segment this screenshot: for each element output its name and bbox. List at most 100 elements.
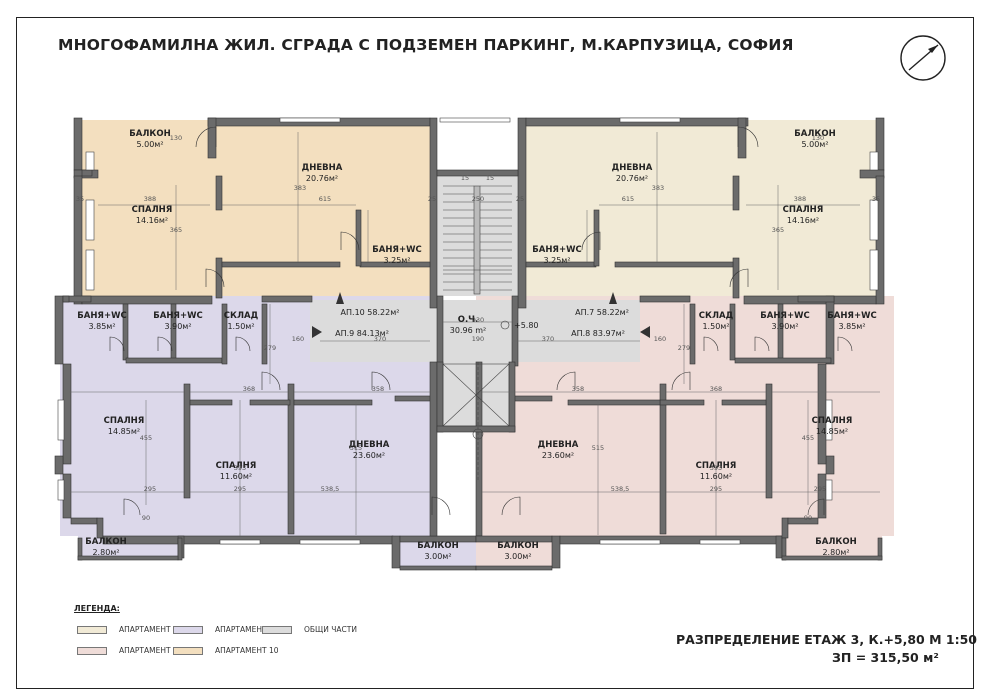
window <box>619 117 681 123</box>
wall <box>765 383 773 499</box>
room-name: СПАЛНЯ <box>132 205 173 215</box>
dimension-label: 35 <box>76 195 84 203</box>
wall <box>737 117 747 159</box>
wall <box>593 209 600 267</box>
plan-fills <box>60 120 894 568</box>
dimension-label: 393 <box>710 464 722 472</box>
window <box>57 399 65 441</box>
door-swings <box>109 126 853 516</box>
level-mark: +5.80 <box>514 321 539 330</box>
stair-rail <box>473 185 481 295</box>
dimension-label: 358 <box>372 385 384 393</box>
wall <box>122 303 129 361</box>
dimension-label: 130 <box>170 134 182 142</box>
window <box>219 539 261 545</box>
door-swing <box>581 231 601 251</box>
wall <box>54 455 64 475</box>
room-name: БАНЯ+WC <box>77 311 126 321</box>
wall <box>729 303 736 361</box>
door-swing <box>807 498 825 516</box>
room-name: ДНЕВНА <box>538 440 579 450</box>
room-area: 2.80м² <box>822 548 849 557</box>
dimension-label: 190 <box>472 335 484 343</box>
legend-item-common: ОБЩИ ЧАСТИ <box>262 625 357 634</box>
window <box>85 199 95 241</box>
dimension-label: 90 <box>804 514 812 522</box>
dimension-label: 25 <box>428 195 436 203</box>
dimension-label: 90 <box>142 514 150 522</box>
dimension-label: 365 <box>170 226 182 234</box>
wall <box>511 395 553 402</box>
dimension-label: 370 <box>374 335 386 343</box>
room-area: 14.85м² <box>816 427 848 436</box>
dimension-label: 295 <box>144 485 156 493</box>
drawing-title: МНОГОФАМИЛНА ЖИЛ. СГРАДА С ПОДЗЕМЕН ПАРК… <box>58 36 794 54</box>
legend-swatch <box>173 625 203 634</box>
dimension-label: 295 <box>814 485 826 493</box>
room-area: 3.85м² <box>838 322 865 331</box>
north-arrow-icon <box>900 35 946 81</box>
wall <box>567 399 661 406</box>
wall <box>183 383 191 499</box>
room-name: СКЛАД <box>699 311 734 321</box>
wall <box>825 295 835 365</box>
room-area: 23.60м² <box>542 451 574 460</box>
wall <box>436 425 516 433</box>
wall <box>775 535 783 559</box>
dimension-label: 930 <box>472 316 484 324</box>
door-swing <box>837 336 853 352</box>
wall <box>429 361 438 537</box>
legend-title: ЛЕГЕНДА: <box>74 604 120 613</box>
room-name: БАНЯ+WC <box>760 311 809 321</box>
room-area: 14.16м² <box>136 216 168 225</box>
dimension-label: 615 <box>622 195 634 203</box>
window <box>825 479 833 501</box>
dimension-lines <box>69 132 880 536</box>
wall <box>436 169 519 177</box>
wall <box>734 357 832 364</box>
wall <box>721 399 767 406</box>
legend-label: АПАРТАМЕНТ 8 <box>119 646 178 655</box>
legend-swatch <box>173 646 203 655</box>
wall <box>73 175 83 305</box>
room-name: БАЛКОН <box>794 129 835 139</box>
window <box>869 151 879 171</box>
wall <box>508 361 516 433</box>
wall <box>215 175 223 211</box>
wall <box>429 117 438 309</box>
wall <box>825 455 835 475</box>
room-fill <box>208 120 430 298</box>
room-area: 5.00м² <box>136 140 163 149</box>
room-name: ДНЕВНА <box>612 163 653 173</box>
window <box>599 539 661 545</box>
door-swing <box>737 126 759 148</box>
door-swing <box>556 371 576 391</box>
dimension-label: 368 <box>243 385 255 393</box>
wall <box>81 169 93 177</box>
floor-info: РАЗПРЕДЕЛЕНИЕ ЕТАЖ 3, К.+5,80 М 1:50 <box>676 632 977 647</box>
window <box>279 117 341 123</box>
wall <box>517 117 527 309</box>
wall <box>391 535 401 569</box>
room-area: 14.16м² <box>787 216 819 225</box>
room-area: 2.80м² <box>92 548 119 557</box>
wall <box>689 303 696 365</box>
room-area: 11.60м² <box>220 472 252 481</box>
apartment-label: АП.9 84.13м² <box>335 329 389 338</box>
dimension-label: 295 <box>234 485 246 493</box>
dimension-label: 455 <box>802 434 814 442</box>
room-area: 30.96 m² <box>450 326 486 335</box>
wall <box>54 295 64 365</box>
wall <box>559 535 783 545</box>
wall <box>817 363 827 465</box>
wall <box>614 261 734 268</box>
room-name: БАЛКОН <box>85 537 126 547</box>
legend-item-ap9: АПАРТАМЕНТ 9 <box>173 625 274 634</box>
room-fill <box>738 176 884 304</box>
dimension-label: 160 <box>654 335 666 343</box>
wall <box>77 555 179 561</box>
room-area: 11.60м² <box>700 472 732 481</box>
wall <box>261 303 268 365</box>
elevator-shaft <box>442 363 510 427</box>
